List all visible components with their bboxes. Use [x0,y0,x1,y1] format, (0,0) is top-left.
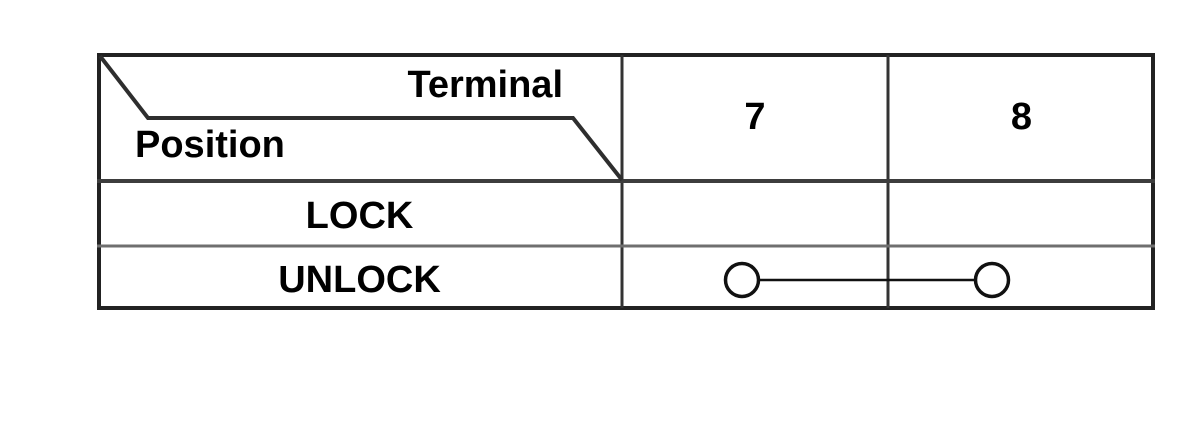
position-header-label: Position [135,124,285,166]
header-diagonal-split [98,54,624,182]
continuity-circle-terminal-7 [723,261,761,299]
row-label-lock: LOCK [305,194,414,237]
terminal-header-label: Terminal [407,64,563,106]
table-grid-lines [97,53,1155,310]
column-header-terminal-8: 8 [1010,95,1033,138]
terminal-position-table: Terminal Position 7 8 LOCK UNLOCK [97,53,1155,310]
column-header-terminal-7: 7 [744,95,766,138]
continuity-circle-terminal-8 [973,261,1011,299]
unlock-continuity-symbol [723,261,1011,299]
row-label-unlock: UNLOCK [278,258,441,301]
